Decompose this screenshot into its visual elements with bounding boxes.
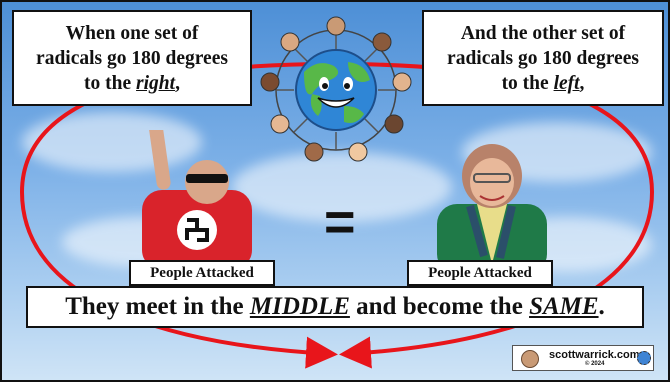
left-caption-emphasis: right: [136, 73, 176, 94]
left-caption-line2: radicals go 180 degrees: [36, 48, 228, 69]
right-label: People Attacked: [407, 260, 553, 286]
left-caption: When one set of radicals go 180 degrees …: [12, 10, 252, 106]
equals-sign: =: [324, 192, 356, 252]
credit-year: © 2024: [585, 361, 605, 367]
cloud: [22, 112, 202, 172]
right-caption-line3: to the left,: [424, 71, 662, 96]
left-caption-prefix: to the: [84, 73, 137, 94]
banner-emphasis-middle: MIDDLE: [249, 293, 350, 320]
globe-icon: [260, 16, 412, 162]
banner-emphasis-same: SAME: [529, 293, 599, 320]
left-label: People Attacked: [129, 260, 275, 286]
people-ring: [260, 16, 412, 162]
right-caption-suffix: ,: [579, 73, 585, 94]
right-caption-prefix: to the: [501, 73, 554, 94]
right-caption: And the other set of radicals go 180 deg…: [422, 10, 664, 106]
globe-icon: [637, 351, 651, 365]
right-caption-line2: radicals go 180 degrees: [447, 48, 639, 69]
left-caption-line3: to the right,: [14, 71, 250, 96]
banner-part1: They meet in the: [65, 293, 250, 320]
left-caption-line1: When one set of: [65, 23, 199, 44]
right-caption-line1: And the other set of: [460, 23, 626, 44]
right-person-photo: [422, 134, 562, 264]
credit-badge: scottwarrick.com © 2024: [512, 345, 654, 371]
conclusion-banner: They meet in the MIDDLE and become the S…: [26, 286, 644, 328]
right-caption-emphasis: left: [553, 73, 580, 94]
left-caption-suffix: ,: [175, 73, 180, 94]
banner-part2: and become the: [349, 293, 530, 320]
cloud: [232, 152, 452, 222]
author-avatar: [521, 350, 539, 368]
credit-site: scottwarrick.com: [549, 349, 640, 361]
left-person-photo: [122, 130, 272, 265]
banner-part3: .: [598, 293, 605, 320]
